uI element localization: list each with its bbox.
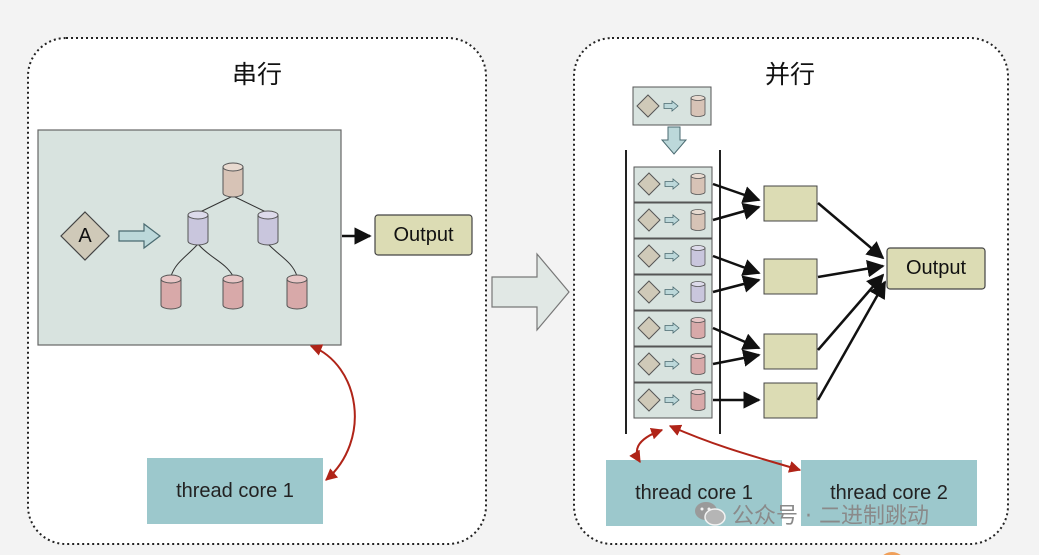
wechat-icon	[695, 502, 726, 526]
serial-thread-box	[147, 458, 323, 524]
tree-mid-cylinder-right	[257, 210, 279, 246]
serial-output-box	[374, 214, 473, 256]
serial-thread-label: thread core 1	[176, 479, 294, 502]
worker-box-2	[763, 258, 818, 295]
tree-mid-cylinder-left	[187, 210, 209, 246]
tree-leaf-cylinder-2	[222, 274, 244, 310]
parallel-thread1-link	[629, 427, 664, 464]
serial-output-label: Output	[393, 223, 454, 246]
corner-decoration	[883, 552, 901, 555]
parallel-output-label: Output	[905, 257, 967, 279]
watermark-text: 公众号 · 二进制跳动	[732, 504, 929, 529]
tree-leaf-cylinder-1	[160, 274, 182, 310]
parallel-thread1-label: thread core 1	[635, 481, 753, 504]
node-a-label: A	[78, 224, 92, 247]
enqueue-arrow	[660, 126, 688, 155]
parallel-thread2-link	[668, 424, 802, 473]
tree-leaf-cylinder-3	[286, 274, 308, 310]
worker-box-4	[763, 382, 818, 419]
transition-arrow	[491, 252, 570, 332]
parallel-title: 并行	[764, 60, 815, 89]
queue-items	[633, 166, 713, 419]
worker-box-1	[763, 185, 818, 222]
tree-edges	[170, 195, 298, 277]
serial-flow-arrow	[118, 222, 161, 250]
parallel-output-box	[886, 247, 986, 290]
tree-root-cylinder	[222, 162, 244, 198]
serial-title: 串行	[231, 60, 282, 89]
dispatch-arrows	[712, 182, 761, 409]
parallel-thread2-box	[801, 460, 977, 526]
worker-box-3	[763, 333, 818, 370]
merge-arrows	[816, 202, 887, 401]
parallel-thread2-label: thread core 2	[830, 481, 948, 504]
serial-thread-link	[309, 344, 356, 481]
node-a-diamond	[60, 211, 110, 261]
watermark: 公众号 · 二进制跳动	[694, 496, 929, 532]
